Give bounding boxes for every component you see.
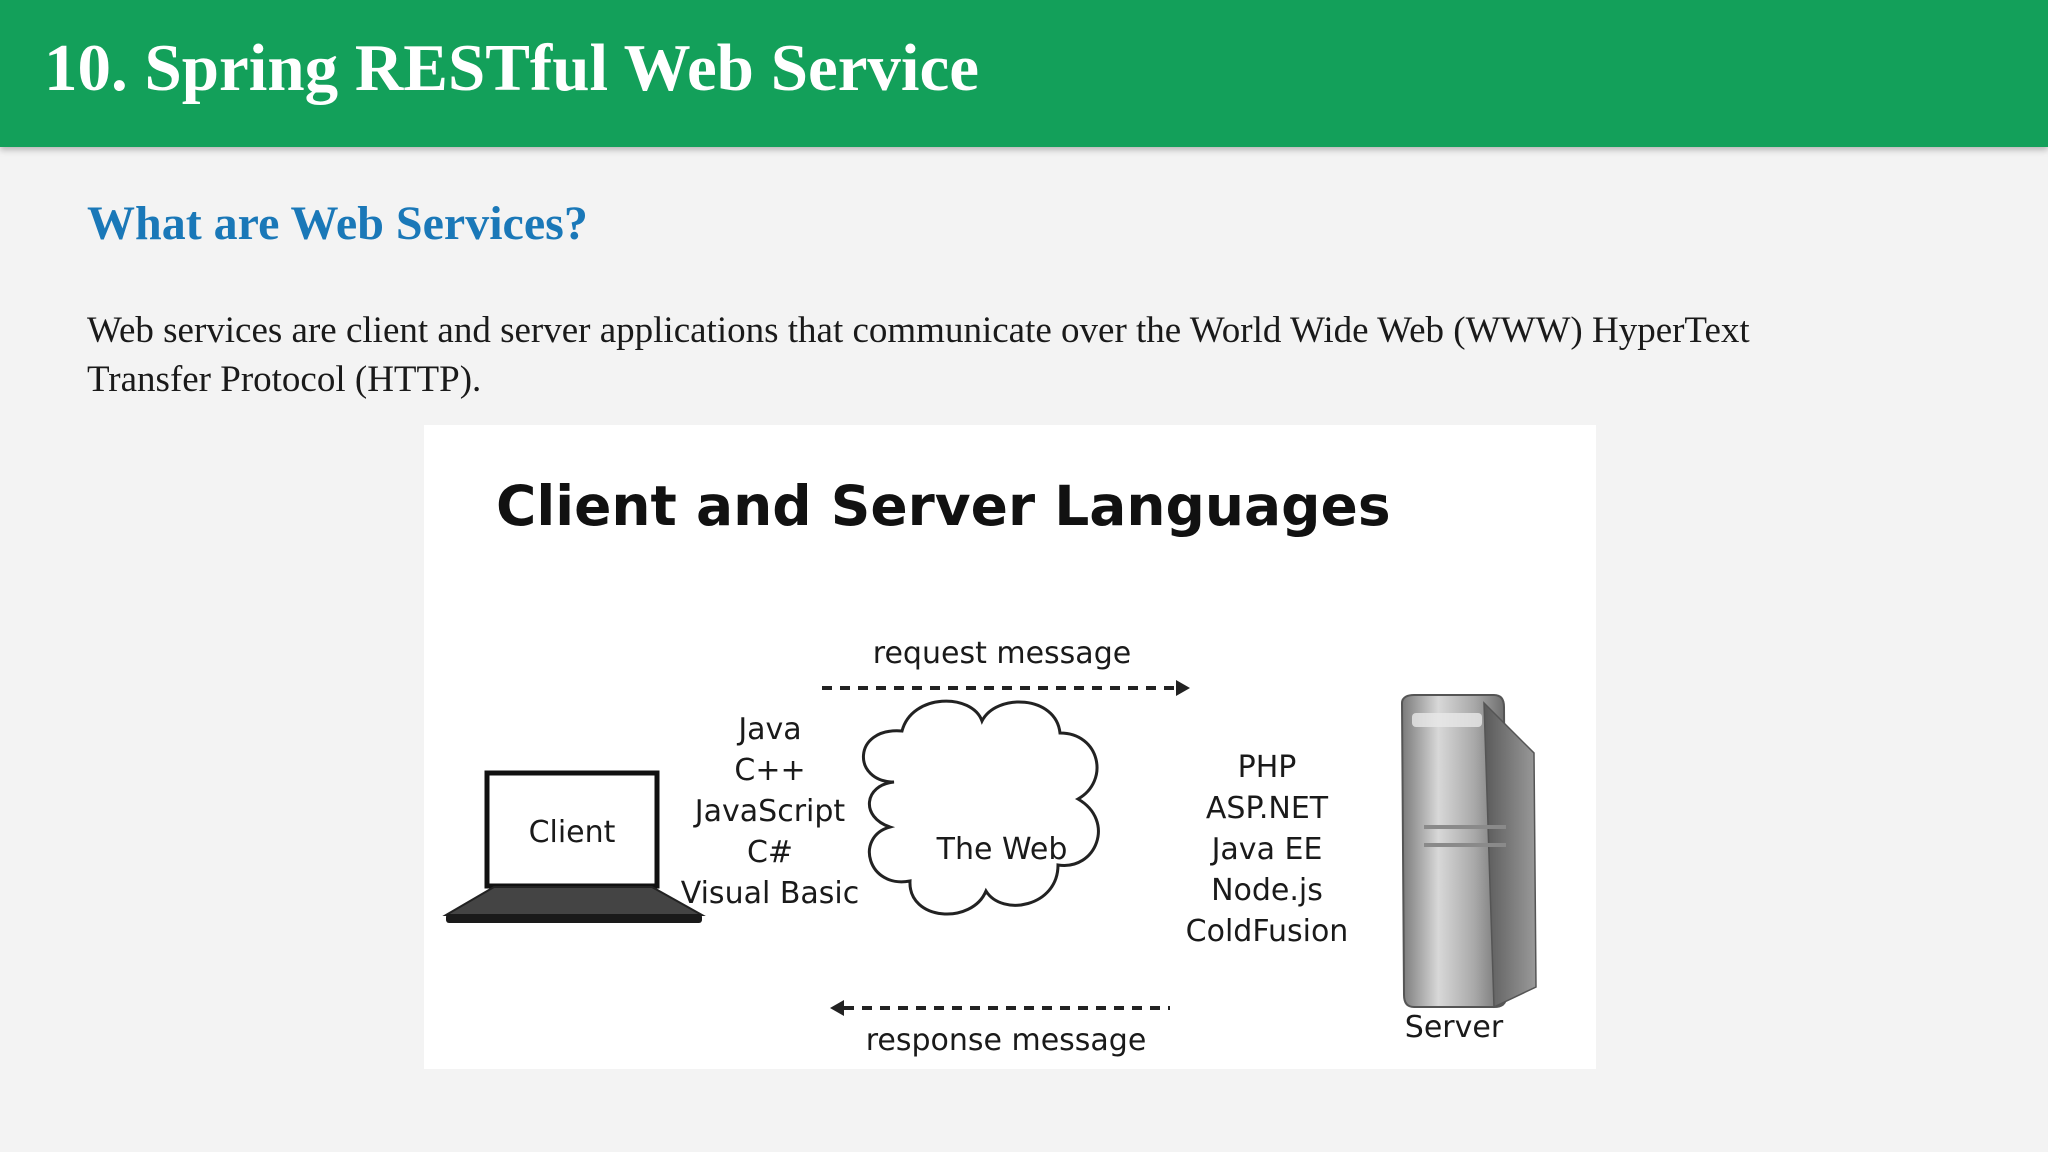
server-languages: PHP ASP.NET Java EE Node.js ColdFusion (1186, 750, 1349, 949)
cloud-icon (861, 699, 1100, 916)
request-arrow (822, 680, 1190, 696)
server-language: ASP.NET (1206, 791, 1329, 826)
response-arrow (830, 1000, 1170, 1016)
client-language: Java (736, 712, 801, 747)
client-language: C++ (734, 753, 805, 788)
client-label: Client (529, 815, 616, 850)
body-line-1: Web services are client and server appli… (87, 310, 1750, 351)
server-tower-icon (1400, 694, 1537, 1009)
body-line-2: Transfer Protocol (HTTP). (87, 359, 482, 400)
body-paragraph: Web services are client and server appli… (87, 306, 1987, 404)
section-heading: What are Web Services? (87, 197, 588, 250)
diagram-title: Client and Server Languages (496, 474, 1391, 538)
request-message-label: request message (873, 636, 1131, 671)
server-language: PHP (1238, 750, 1297, 785)
server-language: ColdFusion (1186, 914, 1349, 949)
server-label: Server (1405, 1010, 1504, 1045)
diagram-canvas: Client and Server Languages request mess… (442, 474, 1537, 1058)
response-message-label: response message (866, 1023, 1147, 1058)
laptop-icon (442, 770, 706, 923)
client-language: Visual Basic (681, 876, 860, 911)
client-language: JavaScript (693, 794, 846, 829)
client-language: C# (747, 835, 793, 870)
slide-header: 10. Spring RESTful Web Service (0, 0, 2048, 147)
slide-title: 10. Spring RESTful Web Service (44, 31, 980, 105)
client-languages: Java C++ JavaScript C# Visual Basic (681, 712, 860, 911)
server-language: Java EE (1210, 832, 1323, 867)
client-server-diagram: Client and Server Languages request mess… (424, 425, 1596, 1069)
the-web-label: The Web (936, 832, 1068, 867)
server-language: Node.js (1211, 873, 1323, 908)
